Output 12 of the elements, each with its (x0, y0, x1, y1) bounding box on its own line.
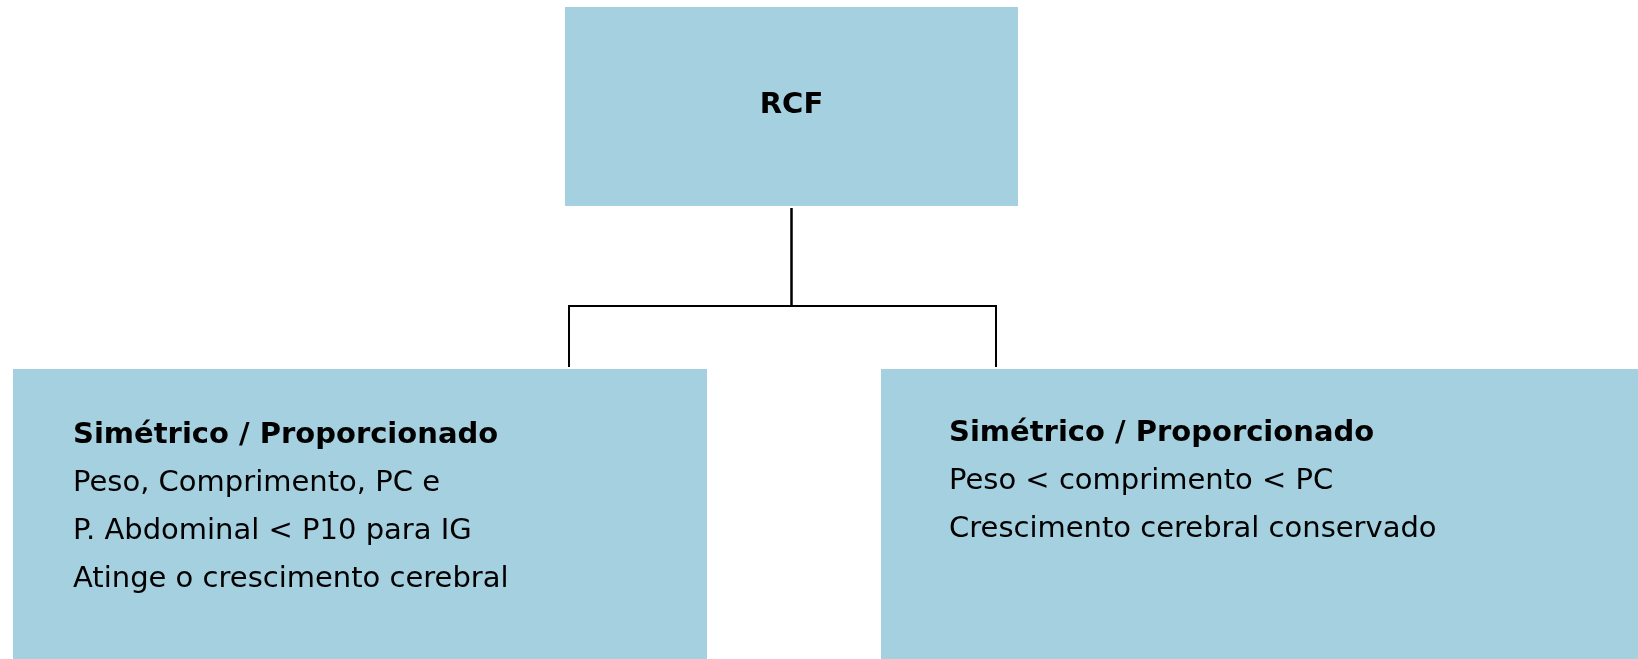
box-heading: Simétrico / Proporcionado (949, 413, 1375, 450)
box-text: Peso < comprimento < PC (949, 461, 1334, 498)
box-heading: Simétrico / Proporcionado (73, 415, 499, 452)
connector-line (790, 207, 997, 368)
box-text: Crescimento cerebral conservado (949, 509, 1437, 546)
box-text: P. Abdominal < P10 para IG (73, 511, 472, 548)
box-text: Peso, Comprimento, PC e (73, 463, 441, 500)
root-box (565, 7, 1018, 206)
category-box (13, 369, 707, 659)
category-box (881, 369, 1638, 659)
box-text: Atinge o crescimento cerebral (73, 559, 509, 596)
box-title: RCF (758, 84, 825, 122)
